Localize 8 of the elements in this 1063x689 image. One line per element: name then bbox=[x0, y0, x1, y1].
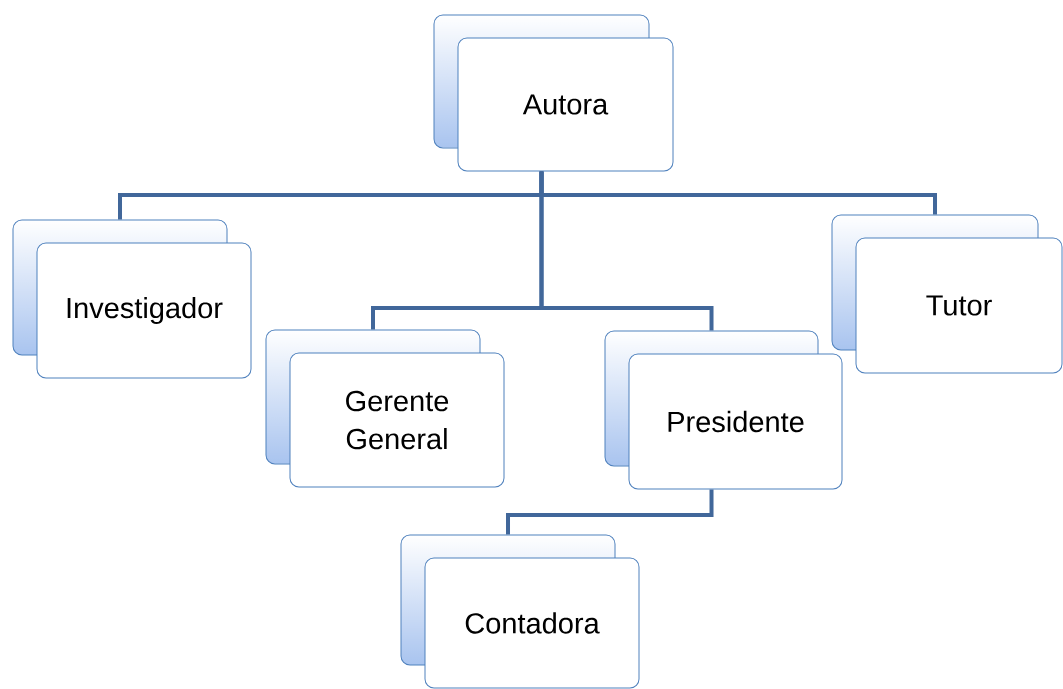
org-box: Autora bbox=[433, 14, 674, 172]
org-box: Presidente bbox=[604, 330, 843, 490]
org-box: Gerente General bbox=[265, 329, 505, 488]
org-box: Tutor bbox=[831, 214, 1063, 374]
connector-line bbox=[506, 489, 714, 535]
org-box: Investigador bbox=[12, 219, 252, 379]
connector-line bbox=[539, 171, 937, 215]
org-box: Contadora bbox=[400, 534, 640, 689]
